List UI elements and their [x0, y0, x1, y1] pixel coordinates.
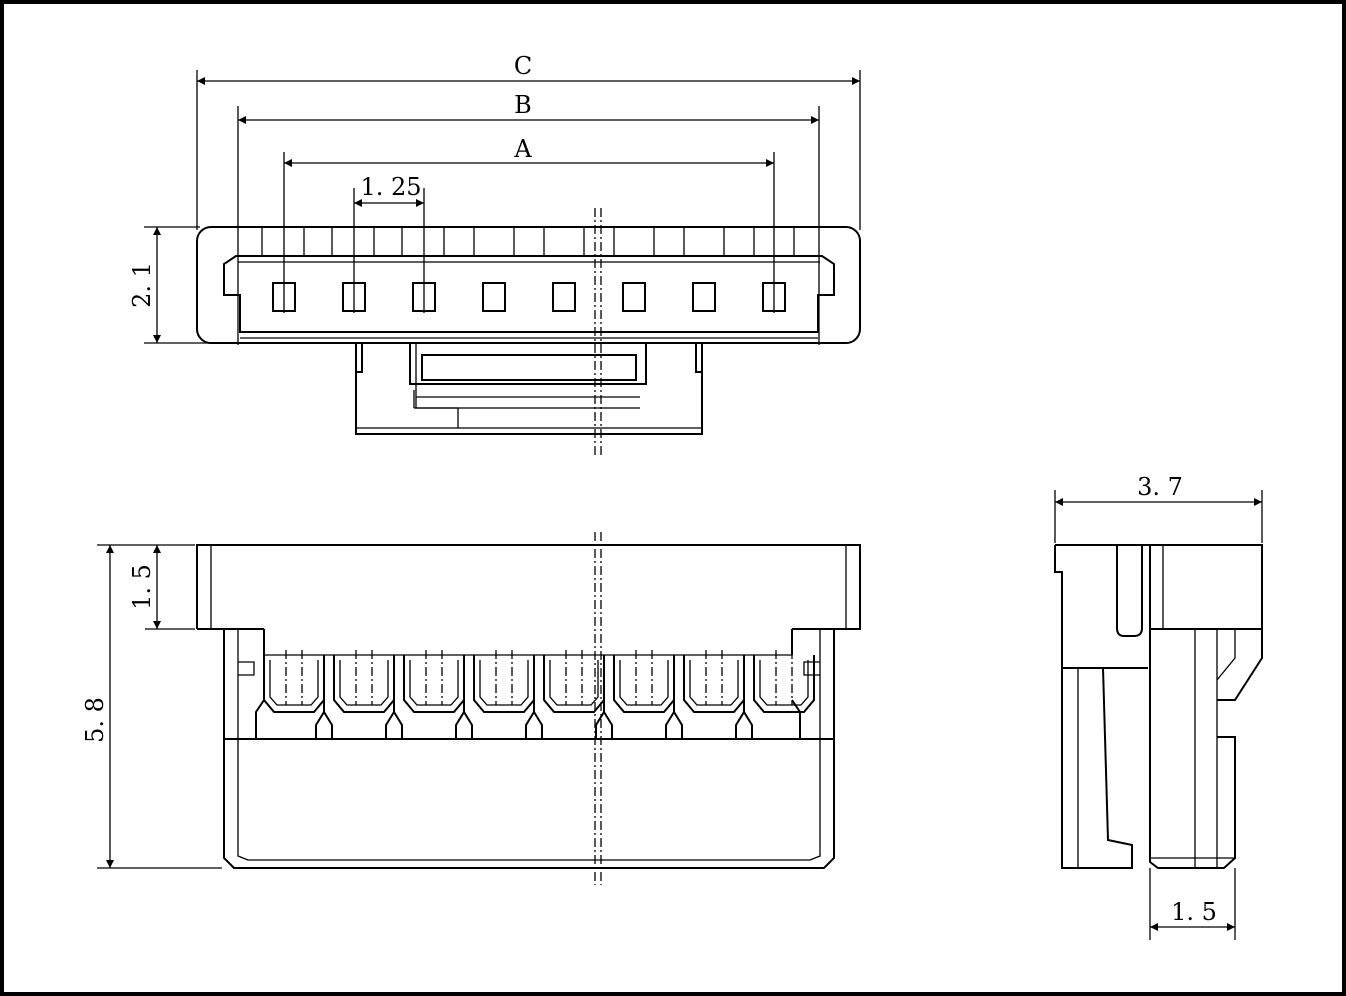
dim-front-upper-label: 1. 5: [128, 564, 156, 610]
dim-top-height-label: 2. 1: [128, 262, 156, 308]
top-ribs: [261, 227, 795, 255]
top-cavity-outline: [223, 255, 835, 333]
top-dimensions: C B A 1. 25 2. 1: [128, 52, 861, 345]
contact-cavity: [543, 650, 613, 739]
front-dimensions: 1. 5 5. 8: [81, 544, 222, 869]
dim-front-height-label: 5. 8: [81, 697, 109, 743]
dim-a-label: A: [513, 135, 532, 163]
dim-c-label: C: [514, 52, 532, 80]
top-pin-squares: [272, 282, 786, 312]
front-top-flange: [196, 544, 861, 630]
contact-cavity: [683, 650, 753, 739]
dim-side-bottom-label: 1. 5: [1171, 898, 1217, 926]
front-view: [196, 532, 861, 885]
contact-cavity: [753, 650, 815, 713]
side-view: [1054, 544, 1263, 869]
contact-cavity: [403, 650, 473, 739]
top-view: [196, 208, 861, 455]
dim-pitch-label: 1. 25: [360, 173, 421, 201]
dim-side-width-label: 3. 7: [1137, 473, 1183, 501]
side-dimensions: 3. 7 1. 5: [1054, 473, 1263, 940]
contact-cavity: [333, 650, 403, 739]
side-left-part: [1054, 544, 1148, 869]
top-housing-outline: [196, 226, 861, 344]
contact-cavity: [473, 650, 543, 739]
top-latch-region: [355, 343, 703, 435]
side-right-part: [1142, 544, 1263, 869]
cavity-outer-walls: [255, 699, 801, 739]
contact-cavity: [613, 650, 683, 739]
front-body-outline: [223, 629, 835, 869]
contact-cavity: [263, 650, 333, 739]
dim-b-label: B: [514, 91, 532, 119]
front-contact-cavities: [255, 650, 815, 739]
